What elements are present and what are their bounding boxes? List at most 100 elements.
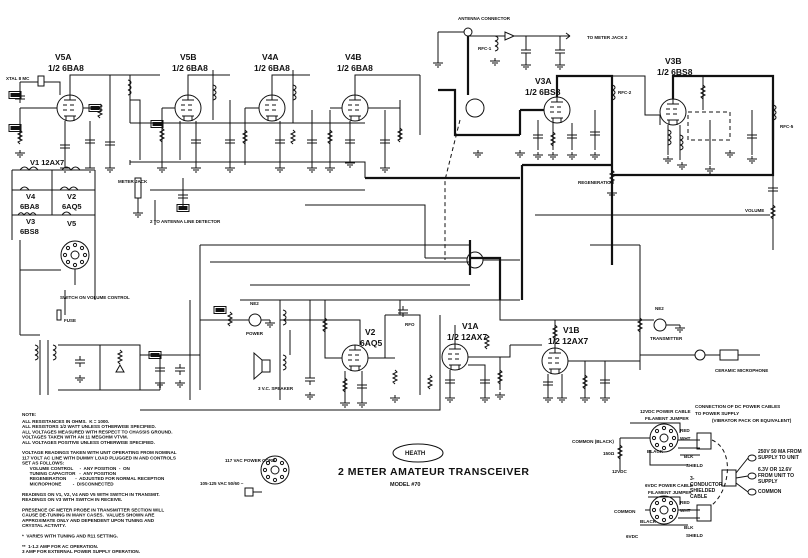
microphone-icon	[719, 349, 739, 361]
tube-type: 6AQ5	[360, 338, 382, 348]
svg-text:SHIELD: SHIELD	[686, 463, 704, 468]
rectifier-icon	[115, 363, 125, 373]
bplus-terminal-label: 250V 50 MA FROM SUPPLY TO UNIT	[758, 449, 802, 461]
svg-text:WHT: WHT	[680, 508, 691, 513]
svg-text:WHT: WHT	[680, 436, 691, 441]
svg-text:V1 12AX7: V1 12AX7	[30, 158, 64, 167]
svg-text:RFC-5: RFC-5	[780, 124, 794, 129]
tube-type: 1/2 6BS8	[657, 67, 693, 77]
svg-text:150Ω: 150Ω	[603, 451, 615, 456]
band-switch-icon[interactable]	[465, 98, 485, 118]
tube-v1b	[541, 347, 569, 375]
svg-text:117 VAC POWER CORD: 117 VAC POWER CORD	[225, 458, 276, 463]
svg-text:6BS8: 6BS8	[20, 227, 39, 236]
note-line: ** 1-1.2 AMP FOR AC OPERATION.	[22, 544, 98, 549]
switch-label: SWITCH ON VOLUME CONTROL	[60, 295, 130, 300]
tube-label: V5B	[180, 52, 197, 62]
regeneration-label: REGENERATION	[578, 180, 614, 185]
tube-v1a	[441, 343, 469, 371]
microphone-jack[interactable]: CERAMIC MICROPHONE	[640, 349, 768, 373]
svg-text:TO POWER SUPPLY: TO POWER SUPPLY	[695, 411, 739, 416]
diagram-title: 2 METER AMATEUR TRANSCEIVER	[338, 466, 529, 478]
mic-jack-icon	[694, 349, 706, 361]
svg-text:NE2: NE2	[250, 301, 259, 306]
note-line: REGENERATION - ADJUSTED FOR NORMAL RECEP…	[22, 476, 165, 481]
fuse-icon	[56, 309, 62, 321]
note-line: ALL RESISTANCES IN OHMS. K = 1000.	[22, 419, 109, 424]
regeneration-control[interactable]: REGENERATION	[578, 169, 618, 198]
speaker: 3 V.C. SPEAKER	[253, 351, 294, 391]
tube-type: 1/2 6BA8	[172, 63, 208, 73]
tube-type: 1/2 6BS8	[525, 87, 561, 97]
tube-label: V3A	[535, 76, 552, 86]
svg-text:HEATH: HEATH	[405, 451, 425, 457]
svg-text:6VDC POWER CABLE: 6VDC POWER CABLE	[645, 483, 693, 488]
shielded-cable-label: 3-CONDUCTOR SHIELDED CABLE	[690, 476, 723, 500]
speaker-icon	[253, 351, 271, 381]
power-supply	[20, 300, 201, 395]
note-line: * VARIES WITH TUNING AND R11 SETTING.	[22, 533, 118, 538]
v5a-stage: V5A 1/2 6BA8 XTAL 8 MC	[6, 52, 141, 173]
svg-text:RFC-2: RFC-2	[618, 90, 632, 95]
note-line: VOLTAGES TAKEN WITH AN 11 MEGOHM VTVM.	[22, 435, 128, 440]
power-lamp: NE2 POWER	[200, 301, 276, 336]
rfo-coil: RFO	[140, 300, 441, 411]
to-meter-label: TO METER JACK 2	[587, 35, 628, 40]
note-line: MICROPHONE - DISCONNECTED	[22, 481, 114, 486]
svg-text:105-125 VAC 50/60 ~: 105-125 VAC 50/60 ~	[200, 481, 244, 486]
volume-control[interactable]: VOLUME	[535, 175, 779, 250]
tube-label: V1B	[563, 325, 580, 335]
terminal-filament-icon	[747, 472, 757, 480]
tube-v5b	[174, 94, 202, 122]
svg-text:RFO: RFO	[405, 322, 415, 327]
svg-text:3 V.C. SPEAKER: 3 V.C. SPEAKER	[258, 386, 294, 391]
svg-text:NE2: NE2	[655, 306, 664, 311]
svg-text:V2: V2	[67, 192, 76, 201]
tube-label: V5A	[55, 52, 72, 62]
note-line: 3 AMP FOR EXTERNAL POWER SUPPLY OPERATIO…	[22, 549, 140, 554]
plug-12v-icon	[649, 423, 679, 453]
svg-text:BLK: BLK	[684, 525, 694, 530]
note-line: CRYSTAL ACTIVITY.	[22, 523, 66, 528]
note-line: ALL VOLTAGES MEASURED WITH RESPECT TO CH…	[22, 429, 173, 434]
common-terminal-label: COMMON	[758, 489, 782, 495]
note-line: VOLUME CONTROL - ANY POSITION - ON	[22, 466, 131, 471]
svg-text:FILAMENT JUMPER: FILAMENT JUMPER	[645, 416, 689, 421]
heath-logo	[392, 443, 444, 463]
tube-v4a	[258, 94, 286, 122]
note-line: SET AS FOLLOWS:	[22, 461, 65, 466]
svg-text:RED: RED	[680, 500, 690, 505]
note-line: READINGS ON V3 WITH SWITCH IN RECEIVE.	[22, 497, 122, 502]
note-line: ALL RESISTORS 1/2 WATT UNLESS OTHERWISE …	[22, 424, 156, 429]
note-line: 117 VOLT AC LINE WITH DUMMY LOAD PLUGGED…	[22, 455, 176, 460]
meter-jack[interactable]: METER JACK 2 TO ANTENNA LINE DETECTOR	[118, 177, 365, 225]
notes: NOTE: ALL RESISTANCES IN OHMS. K = 1000.…	[22, 412, 177, 554]
tube-type: 1/2 6BA8	[48, 63, 84, 73]
model-number: MODEL #70	[390, 482, 420, 488]
antenna-section: ANTENNA CONNECTOR TO METER JACK 2 RFC-1	[419, 16, 628, 260]
note-line: ALL VOLTAGES POSITIVE UNLESS OTHERWISE S…	[22, 440, 155, 445]
antenna-detector-label: 2 TO ANTENNA LINE DETECTOR	[150, 219, 221, 224]
svg-text:12VDC: 12VDC	[612, 469, 627, 474]
title-block: HEATH 2 METER AMATEUR TRANSCEIVER MODEL …	[338, 443, 529, 488]
antenna-connector-icon[interactable]	[463, 27, 473, 37]
note-line: VOLTAGE READINGS TAKEN WITH UNIT OPERATI…	[22, 450, 177, 455]
svg-text:BLACK: BLACK	[640, 519, 657, 524]
svg-text:6AQ5: 6AQ5	[62, 202, 82, 211]
note-line: CAUSE DE-TUNING IN MANY CASES. VALUES SH…	[22, 513, 154, 518]
dc-power-cable-diagram: CONNECTION OF DC POWER CABLES TO POWER S…	[572, 404, 792, 539]
v4a-stage: V4A 1/2 6BA8	[244, 52, 336, 173]
v2-stage: V2 6AQ5	[322, 300, 395, 408]
v5b-stage: V5B 1/2 6BA8	[150, 52, 248, 173]
svg-text:(VIBRATOR PACK OR EQUIVALENT): (VIBRATOR PACK OR EQUIVALENT)	[712, 418, 792, 423]
svg-text:COMMON (BLACK): COMMON (BLACK)	[572, 439, 614, 444]
svg-text:METER JACK: METER JACK	[118, 179, 148, 184]
note-line: APPROXIMATE ONLY AND DEPENDENT UPON TUNI…	[22, 518, 155, 523]
tube-v4b	[341, 94, 369, 122]
power-socket-icon	[60, 240, 90, 270]
neon-lamp-icon	[653, 318, 667, 332]
svg-text:RED: RED	[680, 428, 690, 433]
tube-type: 1/2 12AX7	[447, 332, 487, 342]
antenna-label: ANTENNA CONNECTOR	[458, 16, 511, 21]
svg-text:V3: V3	[26, 217, 35, 226]
